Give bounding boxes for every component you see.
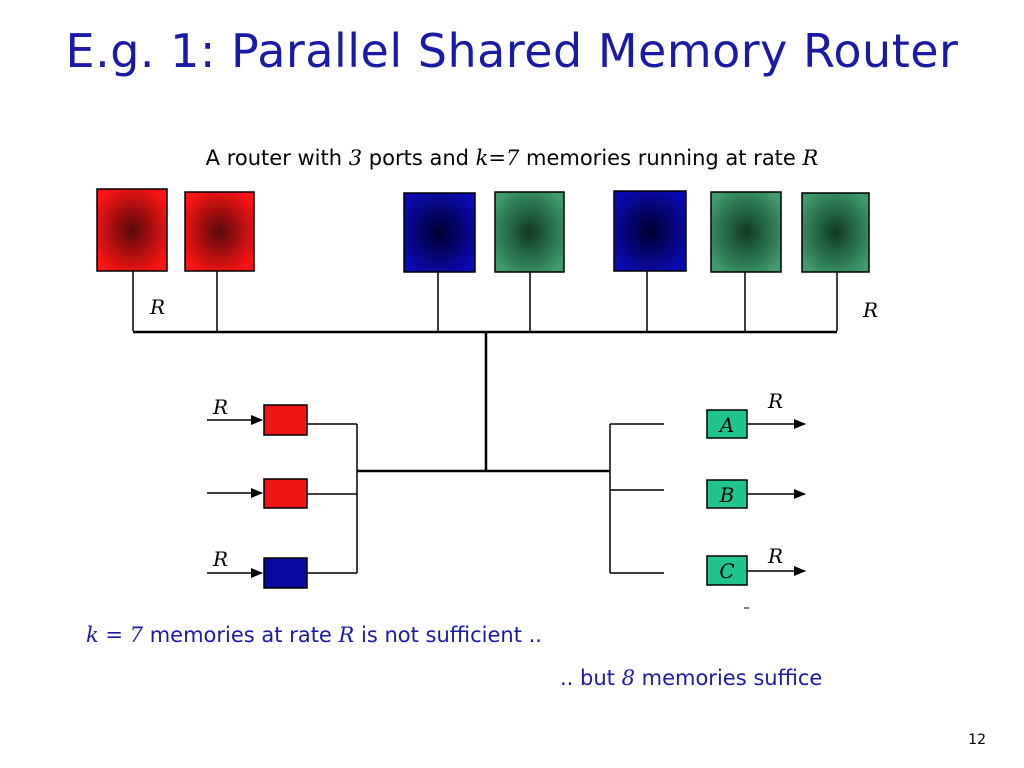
- note-text-1: memories at rate: [143, 623, 339, 647]
- subtitle-k-value: k=7: [475, 146, 520, 170]
- memory-block: [710, 191, 782, 273]
- subtitle-rate: R: [802, 146, 819, 170]
- slide-title: E.g. 1: Parallel Shared Memory Router: [65, 24, 959, 78]
- note-not-sufficient: k = 7 memories at rate R is not sufficie…: [86, 623, 542, 647]
- rate-label-input-bottom: R: [212, 547, 228, 571]
- rate-label-output-bottom: R: [767, 544, 783, 568]
- rate-label-output-top: R: [767, 389, 783, 413]
- note-text-2: is not sufficient ..: [354, 623, 542, 647]
- input-arrows: [207, 415, 263, 578]
- memory-block: [494, 191, 565, 273]
- memory-block: [184, 191, 255, 272]
- output-port-c: [706, 555, 748, 586]
- memory-block: [613, 190, 687, 272]
- note2-text-1: .. but: [560, 666, 622, 690]
- input-port: [263, 404, 308, 436]
- subtitle-text-3: memories running at rate: [519, 146, 803, 170]
- subtitle-ports-count: 3: [348, 146, 363, 170]
- memory-block: [403, 192, 476, 273]
- output-port-a-label: A: [718, 413, 734, 437]
- subtitle-text-2: ports and: [362, 146, 476, 170]
- note2-text-2: memories suffice: [634, 666, 823, 690]
- output-port-b-label: B: [719, 483, 735, 507]
- memory-block: [801, 192, 870, 273]
- output-ports: A B C: [706, 409, 748, 586]
- input-port: [263, 557, 308, 589]
- rate-labels: R R R R R R: [149, 295, 878, 571]
- output-arrows: [747, 419, 806, 576]
- input-fabric: [307, 423, 358, 574]
- slide-subtitle: A router with 3 ports and k=7 memories r…: [0, 146, 1024, 170]
- output-port-b: [706, 479, 748, 509]
- rate-label-memory-right: R: [862, 298, 878, 322]
- memory-block: [96, 188, 168, 272]
- rate-label-input-top: R: [212, 395, 228, 419]
- input-ports: [263, 404, 308, 589]
- page-number: 12: [968, 732, 986, 748]
- note-suffice: .. but 8 memories suffice: [560, 666, 822, 690]
- memory-bank: [96, 188, 870, 273]
- note-k-value: k = 7: [86, 623, 144, 647]
- output-fabric: [609, 423, 664, 574]
- input-port: [263, 478, 308, 509]
- rate-label-memory-left: R: [149, 295, 165, 319]
- subtitle-text-1: A router with: [205, 146, 349, 170]
- output-port-c-label: C: [719, 559, 734, 583]
- note-rate: R: [338, 623, 355, 647]
- memory-bus: [132, 271, 838, 473]
- note2-count: 8: [621, 666, 635, 690]
